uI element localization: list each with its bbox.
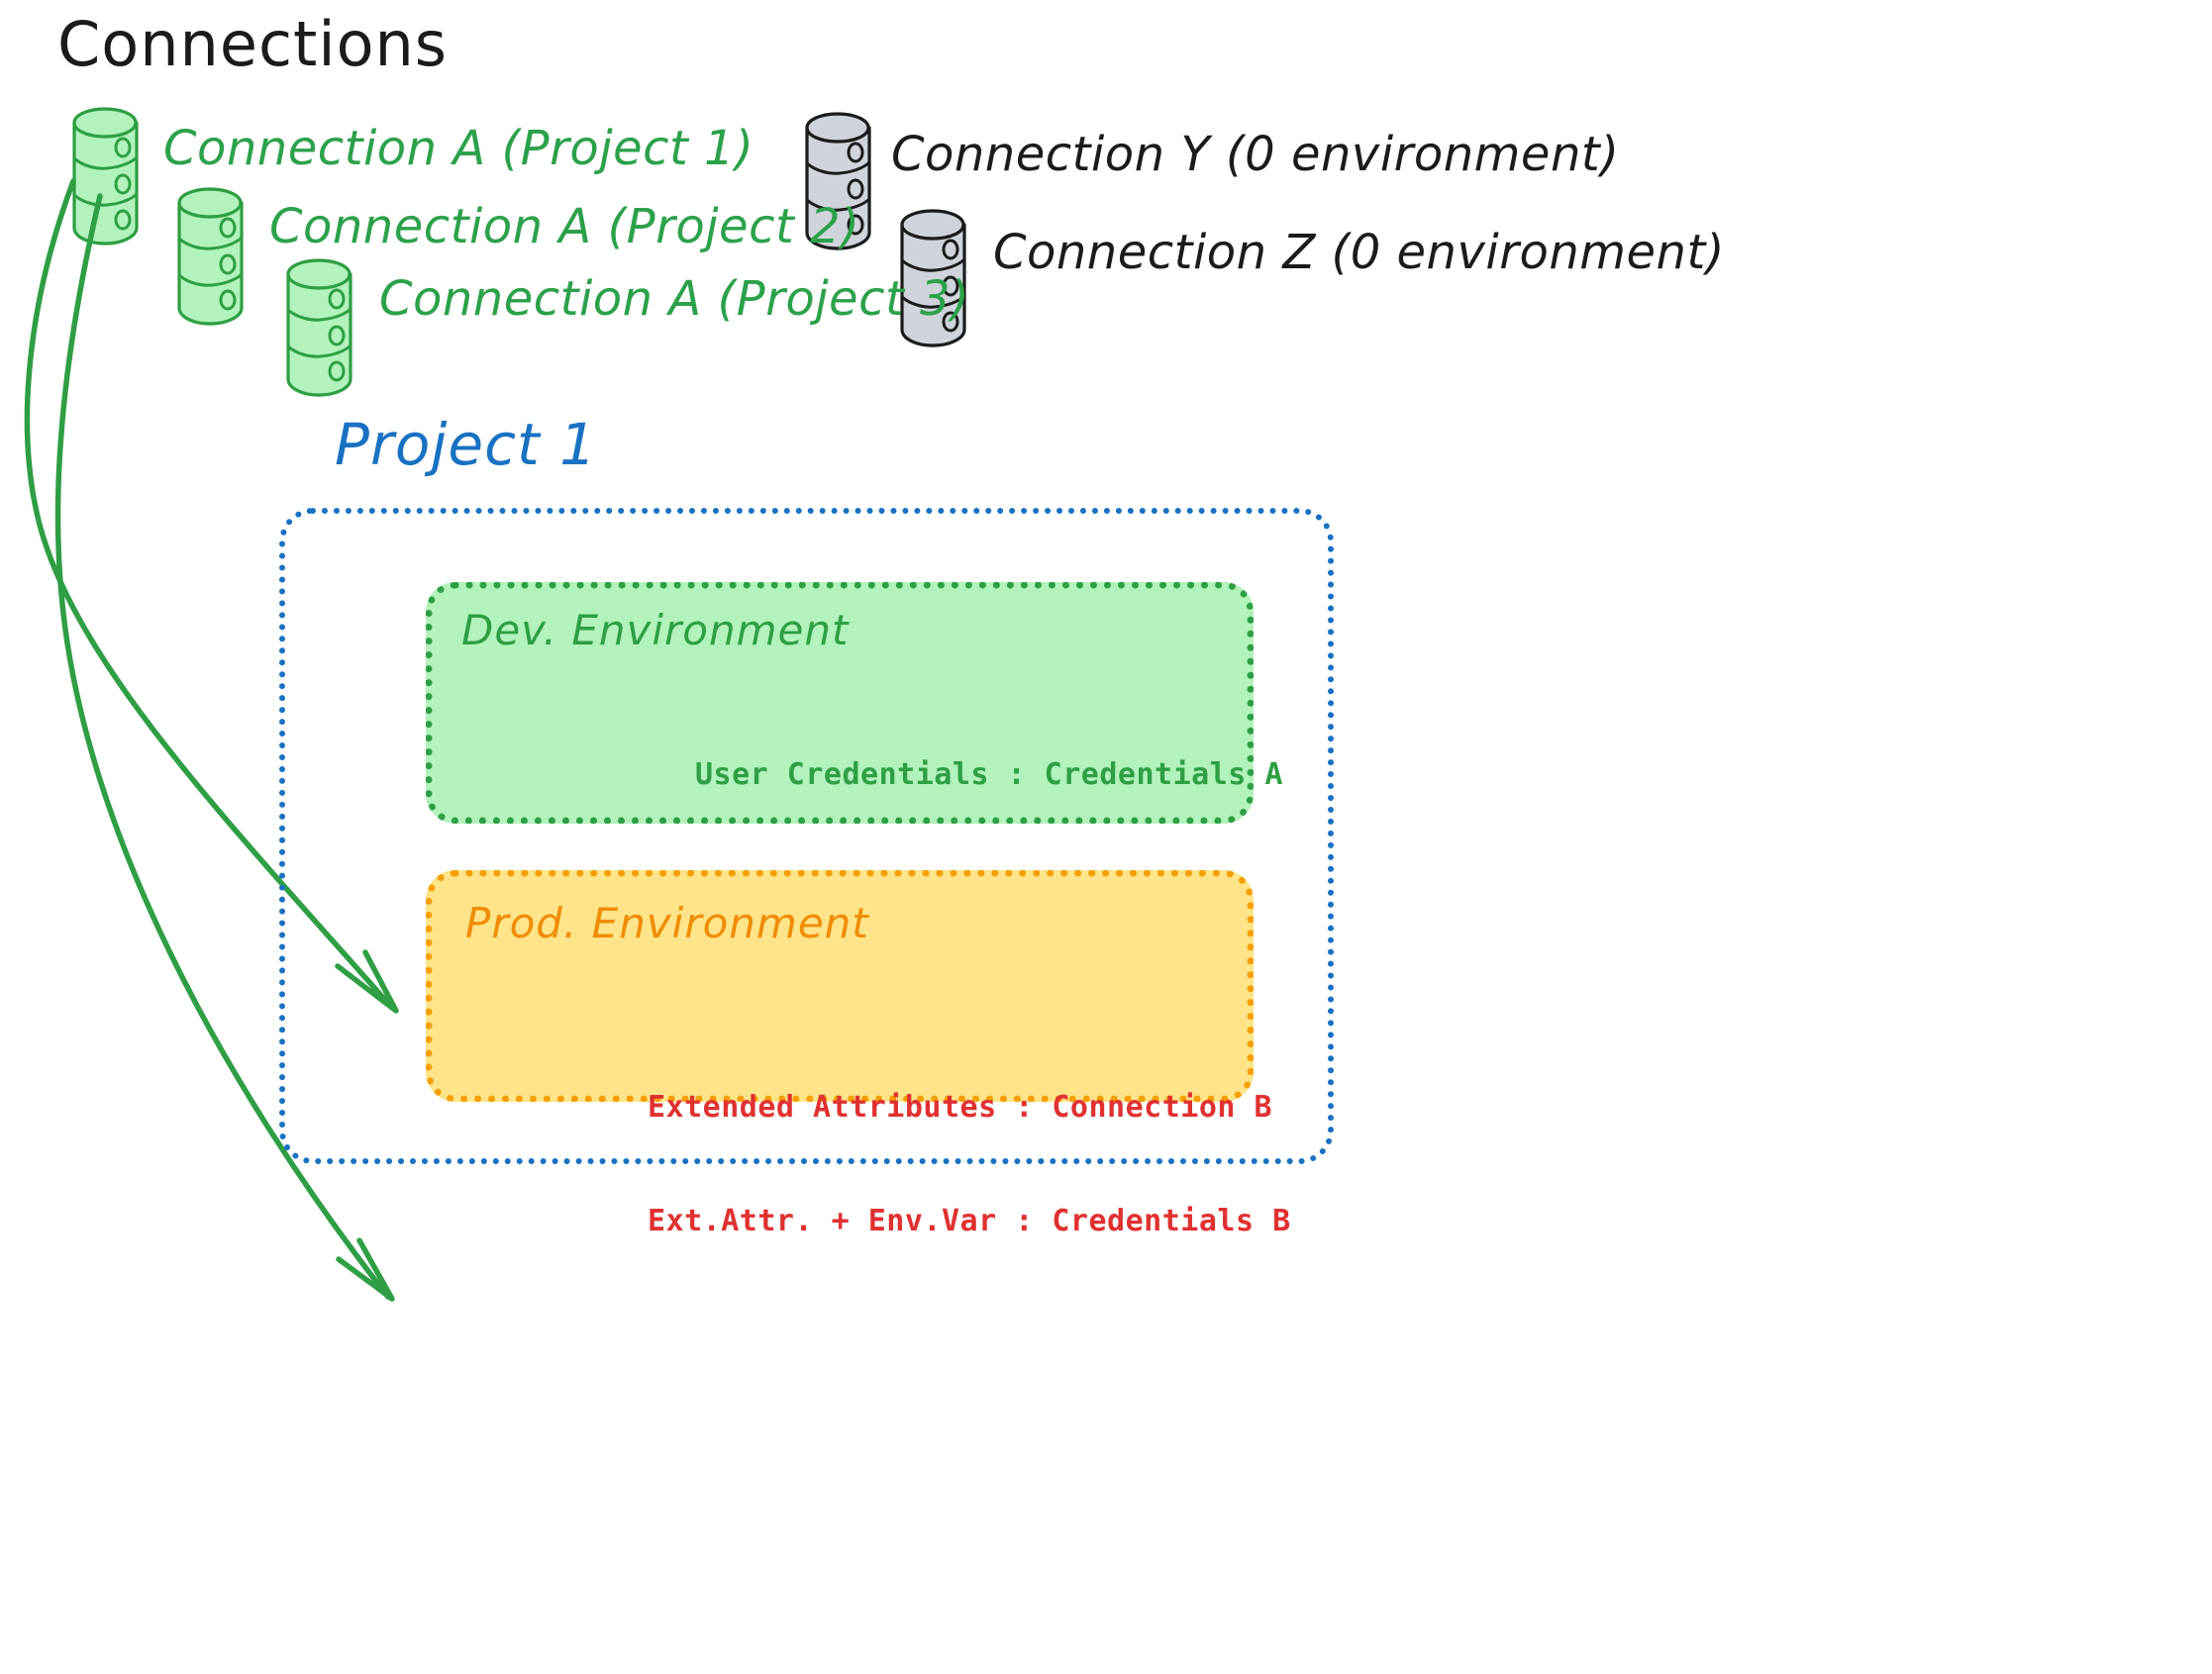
project-container: [279, 508, 1334, 1164]
page-title: Connections: [57, 8, 449, 80]
database-cylinder-icon-connection-a-2: [176, 187, 244, 328]
prod-environment-entry-extended-attributes: Extended Attributes : Connection B: [648, 1089, 1273, 1125]
dev-environment-entry-user-credentials: User Credentials : Credentials A: [695, 757, 1283, 792]
database-cylinder-icon-connection-a-1: [71, 107, 139, 247]
prod-environment-box: [426, 870, 1254, 1102]
prod-environment-entries: Extended Attributes : Connection B Ext.A…: [648, 1013, 1291, 1317]
connection-label-a-project-3: Connection A (Project 3): [379, 271, 970, 327]
dev-environment-box: [426, 582, 1254, 824]
prod-environment-title: Prod. Environment: [465, 899, 869, 947]
dev-environment-title: Dev. Environment: [461, 606, 850, 654]
connection-label-a-project-2: Connection A (Project 2): [269, 199, 860, 254]
project-title: Project 1: [335, 411, 598, 478]
database-cylinder-icon-connection-a-3: [285, 258, 352, 399]
connection-label-y: Connection Y (0 environment): [891, 127, 1620, 182]
connection-label-z: Connection Z (0 environment): [993, 225, 1725, 280]
prod-environment-entry-ext-attr-env-var: Ext.Attr. + Env.Var : Credentials B: [648, 1203, 1291, 1238]
connection-label-a-project-1: Connection A (Project 1): [163, 121, 754, 176]
